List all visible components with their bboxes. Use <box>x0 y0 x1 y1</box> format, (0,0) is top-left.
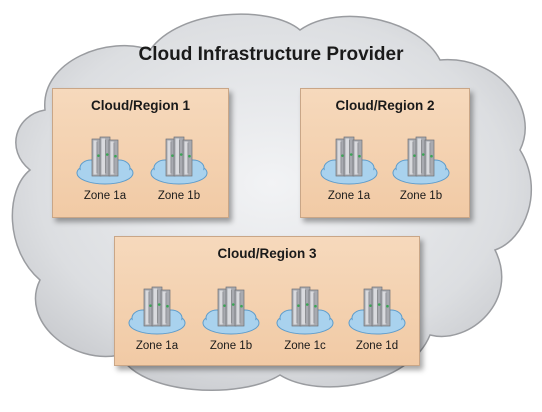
zone-label: Zone 1b <box>399 190 443 202</box>
zone-label: Zone 1b <box>209 340 253 352</box>
zone-1b: Zone 1b <box>389 131 453 211</box>
zone-1b: Zone 1b <box>199 281 263 361</box>
zone-1a: Zone 1a <box>317 131 381 211</box>
zone-label: Zone 1d <box>355 340 399 352</box>
server-cluster-icon <box>348 286 406 335</box>
zone-1a: Zone 1a <box>125 281 189 361</box>
zone-label: Zone 1a <box>83 190 127 202</box>
zone-1d: Zone 1d <box>345 281 409 361</box>
server-cluster-icon <box>150 136 208 185</box>
region-title: Cloud/Region 1 <box>91 98 190 113</box>
region-1: Cloud/Region 1 Zone 1a Zone 1b <box>52 88 229 218</box>
region-3: Cloud/Region 3 Zone 1a Zone 1b <box>114 236 420 366</box>
server-cluster-icon <box>320 136 378 185</box>
zone-1a: Zone 1a <box>73 131 137 211</box>
server-cluster-icon <box>76 136 134 185</box>
server-cluster-icon <box>202 286 260 335</box>
zone-label: Zone 1b <box>157 190 201 202</box>
server-cluster-icon <box>392 136 450 185</box>
region-2: Cloud/Region 2 Zone 1a Zone 1b <box>300 88 470 218</box>
zone-label: Zone 1a <box>327 190 371 202</box>
region-title: Cloud/Region 3 <box>217 246 317 261</box>
server-cluster-icon <box>128 286 186 335</box>
zone-label: Zone 1a <box>135 340 179 352</box>
zone-1b: Zone 1b <box>147 131 211 211</box>
server-cluster-icon <box>276 286 334 335</box>
diagram-title: Cloud Infrastructure Provider <box>138 44 404 65</box>
zone-1c: Zone 1c <box>273 281 337 361</box>
zone-label: Zone 1c <box>284 340 326 352</box>
region-title: Cloud/Region 2 <box>335 98 435 113</box>
